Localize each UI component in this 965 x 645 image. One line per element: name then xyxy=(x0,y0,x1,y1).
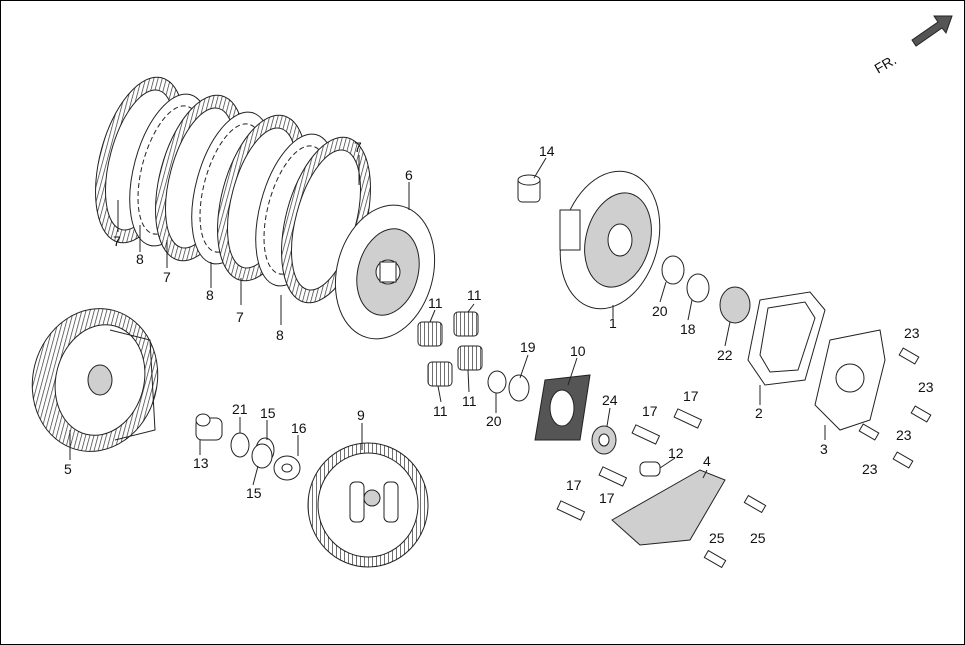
callout-8c: 8 xyxy=(276,327,284,343)
spacer xyxy=(719,286,751,324)
clutch-center xyxy=(559,170,661,310)
callout-24: 24 xyxy=(602,392,618,408)
clutch-cover xyxy=(814,329,886,431)
lock-washer xyxy=(686,273,710,303)
callout-20a: 20 xyxy=(652,303,668,319)
callout-3: 3 xyxy=(820,441,828,457)
front-arrow-icon xyxy=(911,15,953,47)
callout-23b: 23 xyxy=(918,379,934,395)
callout-11b: 11 xyxy=(467,287,482,303)
callout-23d: 23 xyxy=(862,461,878,477)
callout-23a: 23 xyxy=(904,325,920,341)
callout-7b: 7 xyxy=(163,269,171,285)
lifter-plate xyxy=(307,442,429,568)
mounting-bolts xyxy=(556,408,703,521)
callout-17d: 17 xyxy=(566,477,582,493)
callout-22: 22 xyxy=(717,347,733,363)
callout-25a: 25 xyxy=(709,530,725,546)
collar-and-washers xyxy=(195,413,301,481)
callout-7c: 7 xyxy=(236,309,244,325)
bolt xyxy=(743,494,767,514)
callout-19: 19 xyxy=(520,339,536,355)
callout-21: 21 xyxy=(232,401,248,417)
callout-11d: 11 xyxy=(462,393,477,409)
leader-lines xyxy=(69,155,826,486)
callout-17b: 17 xyxy=(642,403,658,419)
lifter-assembly xyxy=(487,370,617,455)
clutch-outer-housing xyxy=(31,308,159,452)
washer xyxy=(487,370,507,394)
callout-16: 16 xyxy=(291,420,307,436)
callout-9: 9 xyxy=(357,407,365,423)
callout-8a: 8 xyxy=(136,251,144,267)
callout-20b: 20 xyxy=(486,413,502,429)
callout-7d: 7 xyxy=(354,139,362,155)
callout-17c: 17 xyxy=(599,490,615,506)
bolt xyxy=(703,549,727,569)
clutch-springs xyxy=(417,311,483,387)
callout-25b: 25 xyxy=(750,530,766,546)
oil-guide xyxy=(611,469,726,546)
callout-labels: 1 2 3 4 5 6 7 7 7 7 8 8 8 9 10 11 11 11 … xyxy=(64,139,934,546)
callout-1: 1 xyxy=(609,315,617,331)
cover-bolts xyxy=(858,347,932,469)
callout-4: 4 xyxy=(703,453,711,469)
pin xyxy=(639,461,661,477)
callout-6: 6 xyxy=(405,167,413,183)
callout-11a: 11 xyxy=(428,295,443,311)
callout-12: 12 xyxy=(668,445,684,461)
washer xyxy=(661,255,685,285)
callout-14: 14 xyxy=(539,143,555,159)
callout-2: 2 xyxy=(755,405,763,421)
pressure-plate xyxy=(334,204,436,340)
callout-23c: 23 xyxy=(896,427,912,443)
callout-7a: 7 xyxy=(113,233,121,249)
callout-17a: 17 xyxy=(683,388,699,404)
callout-10: 10 xyxy=(570,343,586,359)
callout-13: 13 xyxy=(193,455,209,471)
callout-15a: 15 xyxy=(260,405,276,421)
front-label: FR. xyxy=(872,51,900,76)
callout-5: 5 xyxy=(64,461,72,477)
callout-18: 18 xyxy=(680,321,696,337)
callout-11c: 11 xyxy=(433,403,448,419)
washer xyxy=(251,443,273,469)
lock-nut xyxy=(517,174,541,203)
callout-8b: 8 xyxy=(206,287,214,303)
lock-washer xyxy=(508,374,530,402)
callout-15b: 15 xyxy=(246,485,262,501)
washer xyxy=(230,432,250,458)
